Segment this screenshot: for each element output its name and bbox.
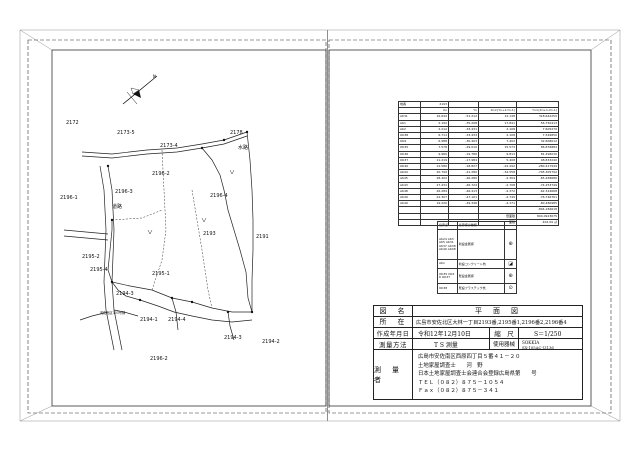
parcel-label: 2195-1 xyxy=(152,271,170,277)
table-cell: 318.642250 xyxy=(516,113,559,121)
label-location: 所 在 xyxy=(374,317,413,327)
title-row-date-scale: 作成年月日 令和12年12月10日 縮 尺 S＝1/250 xyxy=(374,328,582,339)
legend-header-type: 境界標の種類 xyxy=(456,221,506,230)
legend-points: OK38 xyxy=(437,283,458,294)
north-arrow-icon: N xyxy=(122,74,158,105)
location-value: 広島市安佐北区大林一丁目2193番,2195番1,2196番2,2196番4 xyxy=(416,319,567,326)
table-cell: Yn×(Xn+1-Xn-1) xyxy=(516,107,559,115)
parcel-label: 2191 xyxy=(256,234,269,240)
label-created-date: 作成年月日 xyxy=(374,328,413,338)
parcel-label: 2195-4 xyxy=(90,267,108,273)
table-cell: -804.184618 xyxy=(516,206,559,214)
marker-symbol-icon: ⊙ xyxy=(504,283,517,294)
parcel-label: 2194-4 xyxy=(168,317,186,323)
table-cell: -705.305792 xyxy=(516,169,559,177)
table-cell: -280.417949 xyxy=(516,163,559,171)
surveyor-name: 土地家屋調査士 河 野 xyxy=(418,362,483,369)
surveyor-address: 広島市安佐南区西原四丁目５番４１－２０ xyxy=(418,354,521,360)
surveyor-tel: ＴＥＬ（０８２）８７５－１０５４ xyxy=(418,379,505,386)
scale-value: S＝1/250 xyxy=(534,330,562,338)
created-date: 令和12年12月10日 xyxy=(418,330,471,338)
table-cell: 804.0923075 xyxy=(516,212,559,220)
legend-header-points: 境界点 xyxy=(437,221,458,230)
label-scale: 縮 尺 xyxy=(494,330,514,338)
surveyor-fax: Ｆａｘ（０８２）８７５－３４１ xyxy=(418,388,499,395)
legend-marker-type: 新設コンクリート杭 xyxy=(456,259,506,269)
surveyor-registration: 日本土地家屋調査士会連合会登録広島県第 号 xyxy=(418,371,537,378)
parcel-label: 2172 xyxy=(66,120,79,126)
title-row-location: 所 在 広島市安佐北区大林一丁目2193番,2195番1,2196番2,2196… xyxy=(374,317,582,328)
parcel-label: 2196-4 xyxy=(210,193,228,199)
instrument-model: SX-105AC-J3136 xyxy=(522,344,554,350)
marker-symbol-icon: ◪ xyxy=(504,259,517,269)
table-cell: 56.750413 xyxy=(516,119,559,127)
parcel-label: 2194-3 xyxy=(224,335,242,341)
legend-points: AK24 AK3 AK5 AK31 AK37 AK38 AK49 AK48 xyxy=(437,229,458,260)
label-surveyor: 測 量 者 xyxy=(374,350,413,399)
instrument-brand: SOKKIA xyxy=(522,339,540,345)
parcel-label: 2196-2 xyxy=(152,171,170,177)
label-survey-method: 測量方法 xyxy=(374,339,413,349)
legend-marker-type: 新設金属標 xyxy=(456,229,506,260)
plan-drawing xyxy=(63,130,254,351)
marker-symbol-icon: ⊕ xyxy=(504,229,517,260)
table-cell xyxy=(398,218,421,227)
surveyor-details: 広島市安佐南区西原四丁目５番４１－２０ 土地家屋調査士 河 野 日本土地家屋調査… xyxy=(418,353,537,396)
title-row-surveyor: 測 量 者 広島市安佐南区西原四丁目５番４１－２０ 土地家屋調査士 河 野 日本… xyxy=(374,350,582,399)
survey-method: T S 測量 xyxy=(434,341,458,349)
parcel-label: 2196-3 xyxy=(115,189,133,195)
title-row-name: 図 名 平 面 図 xyxy=(374,306,582,317)
parcel-label: 2196-2 xyxy=(150,356,168,362)
legend-points: OK35 OK36 OK37 xyxy=(437,268,458,284)
table-cell: 402.09 ㎡ xyxy=(516,218,559,227)
parcel-label: 2194-3 xyxy=(116,291,134,297)
label-drawing-name: 図 名 xyxy=(374,306,413,316)
table-cell xyxy=(516,100,559,109)
marker-symbol-icon: ⊕ xyxy=(504,268,517,284)
boundary-marker-legend: 境界点 境界標の種類 AK24 AK3 AK5 AK31 AK37 AK38 A… xyxy=(437,221,517,294)
title-row-method: 測量方法 T S 測量 使用器械 SOKKIA SX-105AC-J3136 xyxy=(374,339,582,350)
route-note: 安佐北区303号線 xyxy=(100,311,126,315)
legend-marker-type: 既設金属標 xyxy=(456,268,506,284)
parcel-label: 2195-2 xyxy=(82,254,100,260)
parcel-label: 2193 xyxy=(203,231,216,237)
parcel-label: 2178 xyxy=(230,130,243,136)
svg-text:N: N xyxy=(153,74,156,79)
title-block: 図 名 平 面 図 所 在 広島市安佐北区大林一丁目2193番,2195番1,2… xyxy=(373,305,583,400)
legend-points: AK1 xyxy=(437,259,458,269)
waterway-label: 水路 xyxy=(238,145,249,151)
parcel-label: 2194-1 xyxy=(140,317,158,323)
legend-marker-type: 既設プラスチック杭 xyxy=(456,283,506,294)
drawing-name: 平 面 図 xyxy=(475,307,520,315)
parcel-label: 2194-2 xyxy=(262,339,280,345)
parcel-label: 2196-1 xyxy=(60,195,78,201)
label-instrument: 使用器械 xyxy=(492,342,515,348)
parcel-label: 2173-4 xyxy=(160,143,178,149)
parcel-label: 2173-5 xyxy=(117,130,135,136)
road-label: 道路 xyxy=(112,204,123,210)
